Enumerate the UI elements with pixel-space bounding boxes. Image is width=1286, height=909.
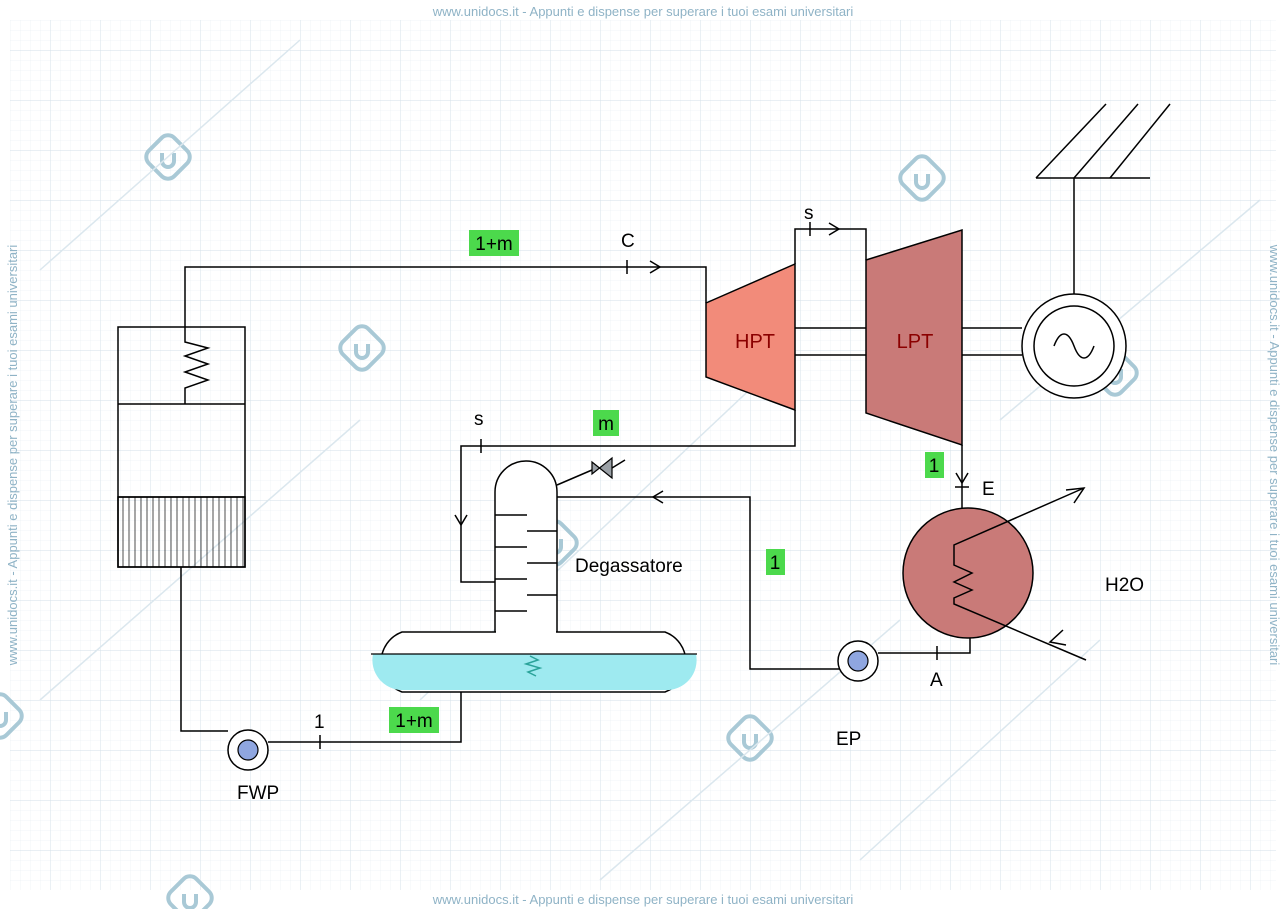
- footer-watermark: www.unidocs.it - Appunti e dispense per …: [432, 892, 854, 907]
- grid-connection-icon: [1035, 103, 1171, 179]
- condenser-coil-icon: [952, 487, 1087, 661]
- ep-pump: [837, 640, 879, 682]
- feedwater-line: [268, 690, 462, 743]
- point-s-bleed-label: s: [474, 409, 484, 430]
- ep-label: EP: [836, 729, 861, 750]
- svg-text:1: 1: [929, 456, 940, 477]
- watermark-logo-icon: [726, 714, 774, 762]
- fwp-pump: [227, 729, 269, 771]
- graph-paper-grid: [10, 20, 1276, 890]
- point-a-label: A: [930, 670, 943, 691]
- arrow-icon: [828, 222, 841, 236]
- flow-tag-condenser-in: 1: [925, 452, 944, 478]
- point-c-label: C: [621, 231, 635, 252]
- cooling-water-label: H2O: [1105, 575, 1144, 596]
- watermark-logo-icon: [0, 692, 24, 740]
- steam-injection-icon: [523, 655, 543, 677]
- header-watermark: www.unidocs.it - Appunti e dispense per …: [432, 4, 854, 19]
- degasser-trays: [495, 514, 557, 612]
- bleed-line: [460, 410, 796, 583]
- main-steam-line: [184, 266, 707, 330]
- lpt-label: LPT: [897, 331, 934, 353]
- reheat-line: [794, 228, 867, 264]
- watermark-logo-icon: [898, 154, 946, 202]
- feedwater-to-boiler-line: [180, 567, 228, 732]
- flow-tag-condensate: 1: [766, 549, 785, 575]
- arrow-icon: [649, 260, 662, 274]
- vent-valve-icon: [591, 456, 613, 480]
- point-1-label: 1: [314, 712, 325, 733]
- hpt-turbine: [705, 262, 796, 412]
- point-ticks: [319, 222, 969, 749]
- degasser: [494, 456, 626, 632]
- svg-text:1+m: 1+m: [475, 234, 513, 255]
- point-e-label: E: [982, 479, 995, 500]
- furnace-grate: [117, 496, 246, 568]
- boiler: [117, 326, 246, 568]
- arrow-icon: [651, 490, 664, 504]
- arrow-icon: [955, 472, 969, 485]
- flow-tag-feedwater: 1+m: [389, 707, 439, 733]
- boiler-coil-icon: [182, 330, 211, 404]
- condenser: [902, 507, 1034, 639]
- flow-tag-main-steam: 1+m: [469, 230, 519, 256]
- left-side-watermark: www.unidocs.it - Appunti e dispense per …: [5, 245, 20, 667]
- hpt-label: HPT: [735, 331, 775, 353]
- watermark-logo-icon: [338, 324, 386, 372]
- svg-text:1: 1: [770, 553, 781, 574]
- arrow-icon: [454, 514, 468, 527]
- point-s-top-label: s: [804, 203, 814, 224]
- watermark-logo-icon: [166, 874, 214, 909]
- flow-arrows: [454, 222, 969, 527]
- svg-text:1+m: 1+m: [395, 711, 433, 732]
- svg-text:m: m: [598, 414, 614, 435]
- ac-wave-icon: [1053, 333, 1095, 359]
- watermark-logos: [0, 133, 1139, 909]
- storage-tank: [371, 631, 697, 693]
- fwp-label: FWP: [237, 783, 279, 804]
- lpt-turbine: [865, 228, 963, 447]
- degasser-label: Degassatore: [575, 556, 683, 577]
- generator: [1021, 293, 1127, 399]
- flow-tag-bleed: m: [593, 410, 619, 436]
- right-side-watermark: www.unidocs.it - Appunti e dispense per …: [1267, 244, 1282, 666]
